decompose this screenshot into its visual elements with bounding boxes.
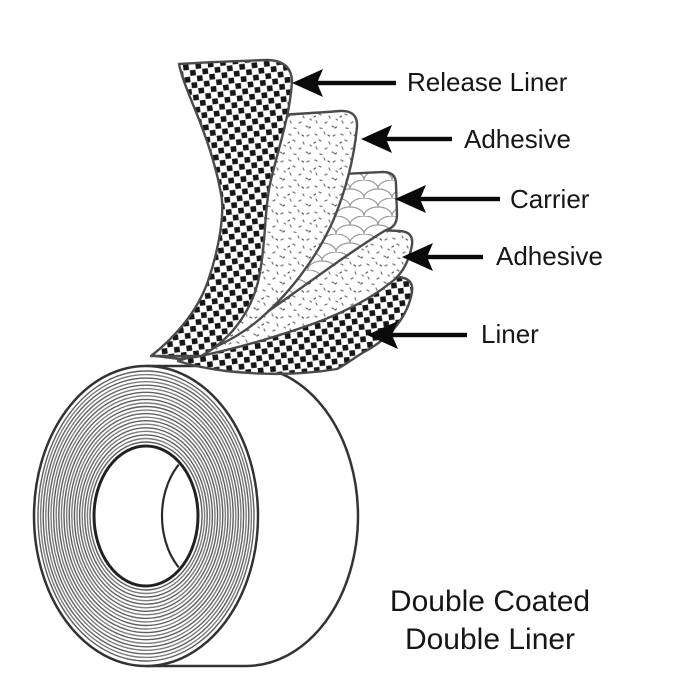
- tape-ring: [76, 423, 216, 609]
- tape-ring: [60, 402, 232, 630]
- label-carrier: Carrier: [510, 184, 590, 214]
- arrow-release-liner: [292, 69, 396, 97]
- tape-ring: [42, 377, 250, 655]
- release-liner-layer: [149, 58, 294, 358]
- caption-line-1: Double Coated: [389, 585, 591, 618]
- arrow-adhesive-bottom: [402, 243, 483, 271]
- label-liner: Liner: [481, 319, 539, 349]
- tape-ring: [50, 388, 242, 645]
- diagram-caption: Double Coated Double Liner: [335, 583, 645, 659]
- tape-ring: [39, 373, 253, 659]
- arrow-liner: [367, 321, 467, 349]
- tape-ring: [89, 441, 203, 591]
- label-release-liner: Release Liner: [407, 67, 568, 97]
- roll-core-hole: [92, 444, 200, 588]
- roll-core-back-edge: [160, 448, 196, 584]
- label-adhesive-bottom: Adhesive: [496, 241, 603, 271]
- arrow-carrier: [395, 185, 500, 213]
- tape-ring: [65, 409, 227, 623]
- layer-fan: [149, 58, 414, 375]
- tape-ring: [86, 437, 206, 595]
- arrow-head: [402, 243, 433, 271]
- arrow-head: [395, 185, 426, 213]
- tape-ring: [58, 398, 234, 634]
- label-adhesive-top: Adhesive: [464, 124, 571, 154]
- tape-ring: [73, 420, 219, 613]
- arrow-shaft: [314, 80, 396, 86]
- tape-roll: [32, 364, 360, 668]
- arrow-shaft: [383, 136, 452, 142]
- arrow-head: [361, 125, 392, 153]
- roll-tape-rings: [37, 370, 255, 662]
- tape-ring: [84, 434, 208, 598]
- arrow-head: [292, 69, 323, 97]
- arrow-adhesive-top: [361, 125, 452, 153]
- leader-arrows: [292, 69, 500, 349]
- tape-ring: [37, 370, 255, 662]
- arrow-head: [367, 321, 398, 349]
- arrow-shaft: [417, 196, 500, 202]
- tape-ring: [68, 412, 224, 620]
- tape-ring: [47, 384, 245, 648]
- tape-ring: [52, 391, 240, 641]
- arrow-shaft: [424, 254, 483, 260]
- tape-ring: [45, 381, 247, 652]
- caption-line-2: Double Liner: [404, 623, 576, 656]
- tape-ring: [71, 416, 221, 616]
- tape-ring: [63, 405, 229, 627]
- arrow-shaft: [389, 332, 467, 338]
- tape-ring: [81, 430, 211, 602]
- tape-ring: [78, 427, 214, 605]
- tape-ring: [55, 395, 237, 637]
